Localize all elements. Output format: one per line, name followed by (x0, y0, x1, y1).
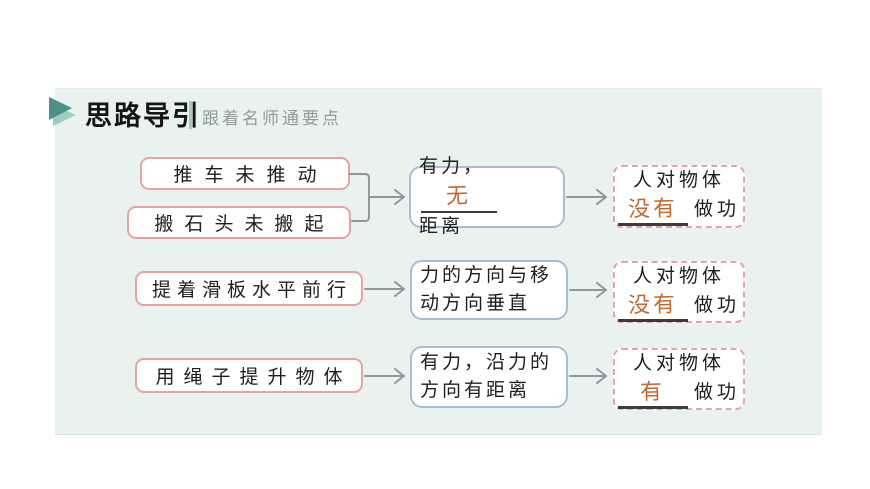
cause-box-lift-stone: 搬石头未搬起 (127, 206, 351, 239)
condition-line1: 力的方向与移 (420, 265, 553, 286)
handwritten-answer: 没有 (627, 290, 679, 318)
result-line2: 没有做功 (617, 290, 740, 322)
condition-line2: 距离 (419, 216, 464, 237)
condition-line1: 有力， 无 (419, 153, 555, 213)
result-line2: 有 做功 (617, 377, 740, 409)
section-title: 思路导引 (85, 101, 201, 131)
title-divider (189, 101, 192, 129)
blank-answer: 没有 (617, 290, 688, 322)
blank-answer: 有 (617, 377, 688, 409)
condition-prefix: 有力， (419, 156, 486, 177)
result-box-3: 人对物体 有 做功 (613, 348, 745, 410)
section-subtitle: 跟着名师通要点 (202, 109, 342, 128)
condition-line2: 动方向垂直 (420, 293, 531, 314)
result-suffix: 做功 (693, 294, 740, 316)
condition-line1: 有力，沿力的 (420, 352, 553, 373)
condition-box-1: 有力， 无 距离 (409, 156, 565, 237)
result-suffix: 做功 (693, 381, 740, 403)
blank-answer: 没有 (617, 194, 688, 226)
result-box-1: 人对物体 没有做功 (613, 165, 745, 228)
cause-box-carry-skateboard: 提着滑板水平前行 (135, 271, 363, 306)
result-line1: 人对物体 (632, 352, 725, 374)
condition-box-2: 力的方向与移 动方向垂直 (410, 260, 568, 320)
handwritten-answer: 有 (640, 378, 666, 404)
play-arrow-icon (49, 97, 76, 126)
result-line1: 人对物体 (632, 170, 725, 191)
cause-box-push-cart: 推车未推动 (140, 157, 350, 190)
result-line2: 没有做功 (617, 194, 740, 226)
result-suffix: 做功 (693, 199, 740, 220)
condition-box-3: 有力，沿力的 方向有距离 (410, 346, 568, 408)
result-line1: 人对物体 (632, 265, 725, 287)
cause-box-lift-with-rope: 用绳子提升物体 (135, 358, 363, 393)
blank-answer: 无 (421, 181, 497, 213)
condition-line2: 方向有距离 (420, 380, 531, 401)
result-box-2: 人对物体 没有做功 (613, 261, 745, 323)
handwritten-answer: 无 (446, 182, 472, 209)
handwritten-answer: 没有 (627, 195, 679, 222)
